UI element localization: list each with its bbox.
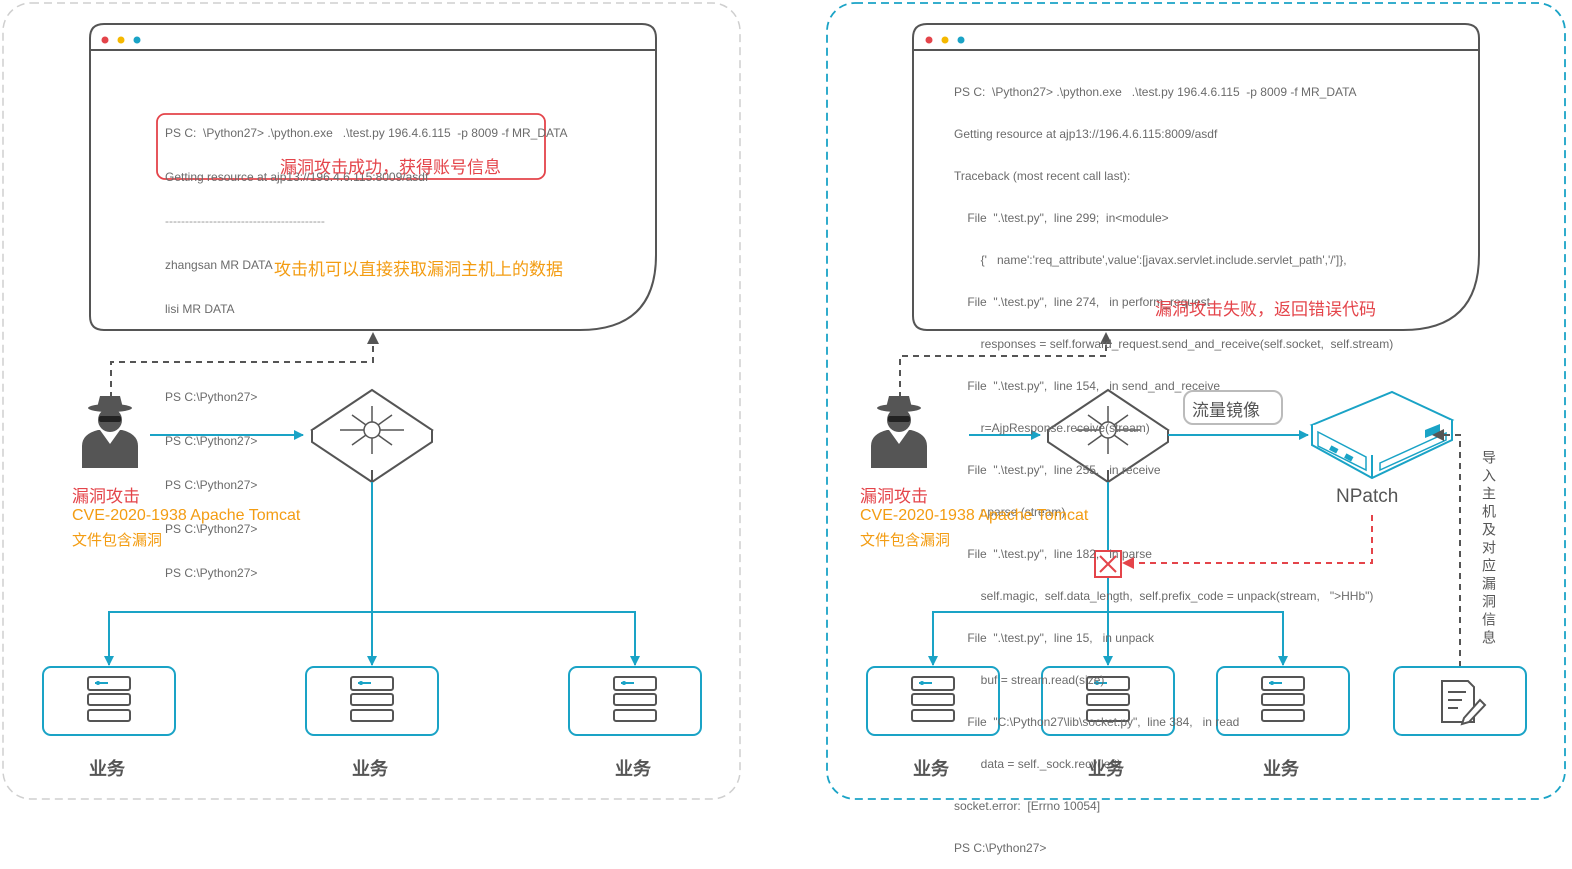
- right-attack-title: 漏洞攻击: [860, 487, 928, 507]
- left-data-note: 攻击机可以直接获取漏洞主机上的数据: [274, 260, 563, 280]
- left-branch-line: [104, 611, 372, 666]
- left-attack-desc: 文件包含漏洞: [72, 531, 163, 549]
- terminal-line: PS C: \Python27> .\python.exe .\test.py …: [165, 126, 568, 140]
- terminal-line: r=AjpResponse.receive(stream): [954, 421, 1150, 435]
- terminal-line: File ".\test.py", line 299; in<module>: [954, 211, 1169, 225]
- import-label: 导入主机及对应漏洞信息: [1480, 450, 1496, 648]
- terminal-line: zhangsan MR DATA: [165, 258, 273, 272]
- left-service-box-2: [305, 666, 439, 736]
- right-service-box-3: [1216, 666, 1350, 736]
- right-panel-border: [826, 2, 1566, 800]
- terminal-line: ----------------------------------------: [165, 214, 325, 228]
- left-success-highlight: [156, 113, 546, 180]
- left-panel-border: [2, 2, 741, 800]
- mirror-label-box: [1183, 390, 1283, 425]
- terminal-line: PS C:\Python27>: [165, 522, 258, 536]
- terminal-line: File ".\test.py", line 182, in parse: [954, 547, 1152, 561]
- terminal-line: File ".\test.py", line 154, in send_and_…: [954, 379, 1220, 393]
- right-switch-icon: [1046, 388, 1170, 484]
- terminal-line: Getting resource at ajp13://196.4.6.115:…: [165, 170, 429, 184]
- right-attack-desc: 文件包含漏洞: [860, 531, 951, 549]
- right-terminal-window: [912, 23, 1480, 331]
- right-attack-cve: CVE-2020-1938 Apache Tomcat: [860, 507, 1089, 524]
- right-service-label-1: 业务: [913, 759, 949, 780]
- left-attack-title: 漏洞攻击: [72, 487, 140, 507]
- vuln-info-file-box: [1393, 666, 1527, 736]
- right-hacker-icon: [871, 396, 927, 468]
- left-terminal-window: [89, 23, 657, 331]
- left-service-label-2: 业务: [352, 759, 388, 780]
- npatch-label: NPatch: [1336, 486, 1399, 507]
- left-service-label-1: 业务: [89, 759, 125, 780]
- right-service-box-2: [1041, 666, 1175, 736]
- left-hacker-icon: [82, 396, 138, 468]
- right-terminal-text: PS C: \Python27> .\python.exe .\test.py …: [954, 57, 1393, 869]
- terminal-line: PS C:\Python27>: [165, 434, 258, 448]
- terminal-line: File ".\test.py", line 274, in perform_r…: [954, 295, 1210, 309]
- left-attacker-to-terminal-line: [110, 332, 379, 398]
- npatch-device-icon: [1309, 390, 1455, 480]
- terminal-line: File "C:\Python27\lib\socket.py", line 3…: [954, 715, 1240, 729]
- npatch-block-line: [1122, 515, 1373, 569]
- import-line: [1432, 429, 1461, 667]
- terminal-line: socket.error: [Errno 10054]: [954, 799, 1101, 813]
- terminal-line: r.parse (stream): [954, 505, 1066, 519]
- terminal-line: PS C:\Python27>: [954, 841, 1047, 855]
- terminal-line: lisi MR DATA: [165, 302, 235, 316]
- left-branch-line-right: [372, 611, 640, 666]
- left-service-box-1: [42, 666, 176, 736]
- terminal-line: buf = stream.read(size): [954, 673, 1105, 687]
- terminal-line: data = self._sock.recv(left): [954, 757, 1122, 771]
- left-terminal-text: PS C: \Python27> .\python.exe .\test.py …: [165, 98, 568, 596]
- right-fail-note: 漏洞攻击失败，返回错误代码: [1155, 300, 1376, 320]
- terminal-line: responses = self.forward_request.send_an…: [954, 337, 1394, 351]
- terminal-line: {' name':'req_attribute',value':[javax.s…: [954, 253, 1347, 267]
- terminal-line: PS C: \Python27> .\python.exe .\test.py …: [954, 85, 1357, 99]
- mirror-label: 流量镜像: [1192, 401, 1260, 421]
- left-switch-icon: [310, 388, 434, 484]
- left-service-box-3: [568, 666, 702, 736]
- diagram-canvas: [2, 2, 1566, 800]
- left-success-note: 漏洞攻击成功，获得账号信息: [280, 158, 501, 178]
- terminal-line: PS C:\Python27>: [165, 390, 258, 404]
- right-attacker-to-terminal-line: [899, 332, 1112, 398]
- terminal-line: File ".\test.py", line 255, in receive: [954, 463, 1161, 477]
- terminal-line: PS C:\Python27>: [165, 566, 258, 580]
- terminal-line: Traceback (most recent call last):: [954, 169, 1131, 183]
- terminal-line: PS C:\Python27>: [165, 478, 258, 492]
- terminal-line: Getting resource at ajp13://196.4.6.115:…: [954, 127, 1218, 141]
- block-x-icon: [1094, 550, 1122, 578]
- left-service-label-3: 业务: [615, 759, 651, 780]
- left-attack-cve: CVE-2020-1938 Apache Tomcat: [72, 507, 301, 524]
- right-service-label-2: 业务: [1088, 759, 1124, 780]
- terminal-line: File ".\test.py", line 15, in unpack: [954, 631, 1154, 645]
- terminal-line: self.magic, self.data_length, self.prefi…: [954, 589, 1374, 603]
- right-service-label-3: 业务: [1263, 759, 1299, 780]
- right-branch-line: [928, 611, 1108, 666]
- terminal-line: [165, 346, 568, 362]
- right-service-box-1: [866, 666, 1000, 736]
- right-branch-line-right: [1108, 611, 1288, 666]
